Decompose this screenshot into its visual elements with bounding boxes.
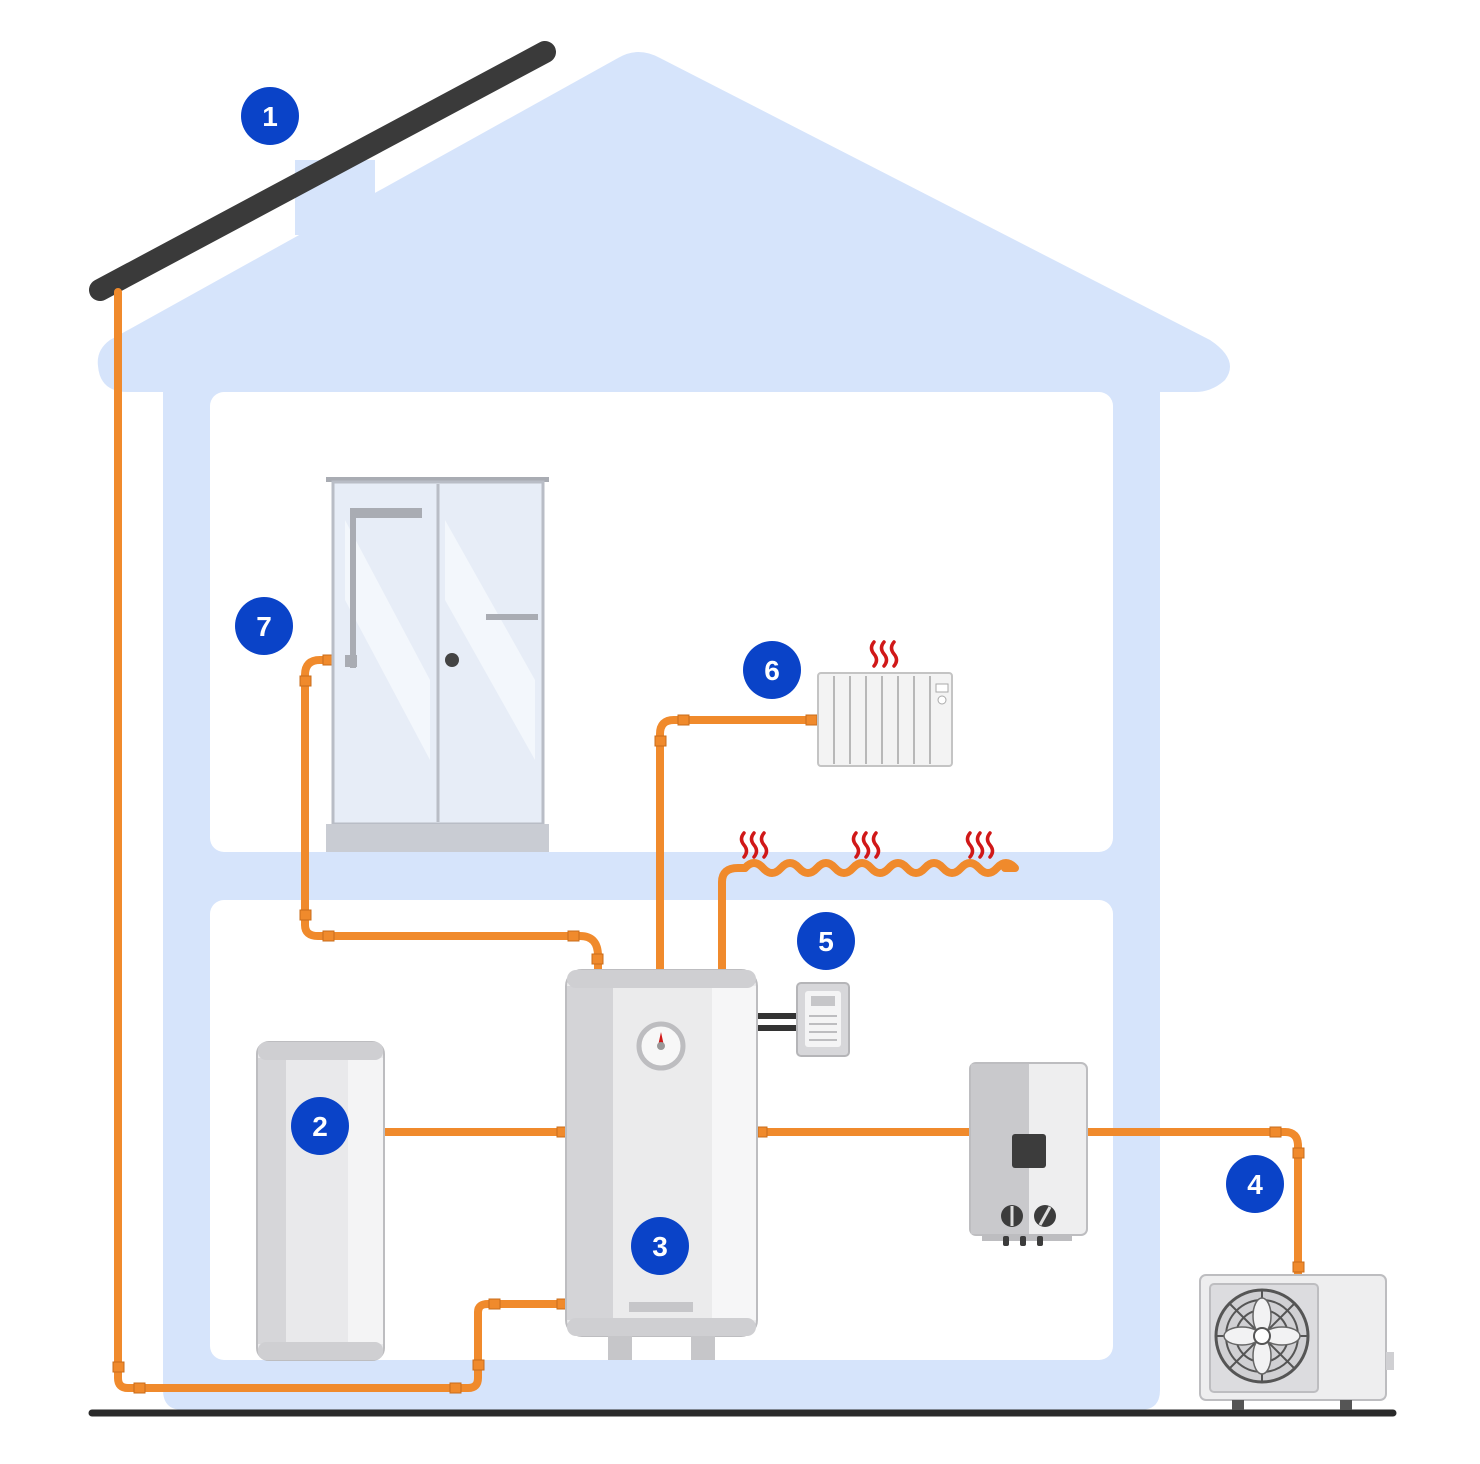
main-boiler	[565, 969, 758, 1360]
heat-waves	[739, 640, 995, 859]
badge-1-label: 1	[262, 101, 278, 132]
badge-6-label: 6	[764, 655, 780, 686]
storage-tank	[256, 1041, 385, 1361]
badge-4: 4	[1226, 1155, 1284, 1213]
badge-2-label: 2	[312, 1111, 328, 1142]
badge-1: 1	[241, 87, 299, 145]
badge-5-label: 5	[818, 926, 834, 957]
inverter-unit	[969, 1062, 1088, 1246]
badge-3: 3	[631, 1217, 689, 1275]
badge-7-label: 7	[256, 611, 272, 642]
solar-panel	[89, 41, 556, 301]
pipes	[114, 288, 1302, 1392]
badge-2: 2	[291, 1097, 349, 1155]
badge-4-label: 4	[1247, 1169, 1263, 1200]
radiator	[817, 672, 953, 767]
outdoor-unit	[1199, 1274, 1394, 1410]
controller	[758, 982, 850, 1057]
shower-cabin	[326, 477, 549, 852]
badge-6: 6	[743, 641, 801, 699]
pipe-fittings	[112, 654, 1305, 1394]
badge-5: 5	[797, 912, 855, 970]
badge-3-label: 3	[652, 1231, 668, 1262]
badge-7: 7	[235, 597, 293, 655]
